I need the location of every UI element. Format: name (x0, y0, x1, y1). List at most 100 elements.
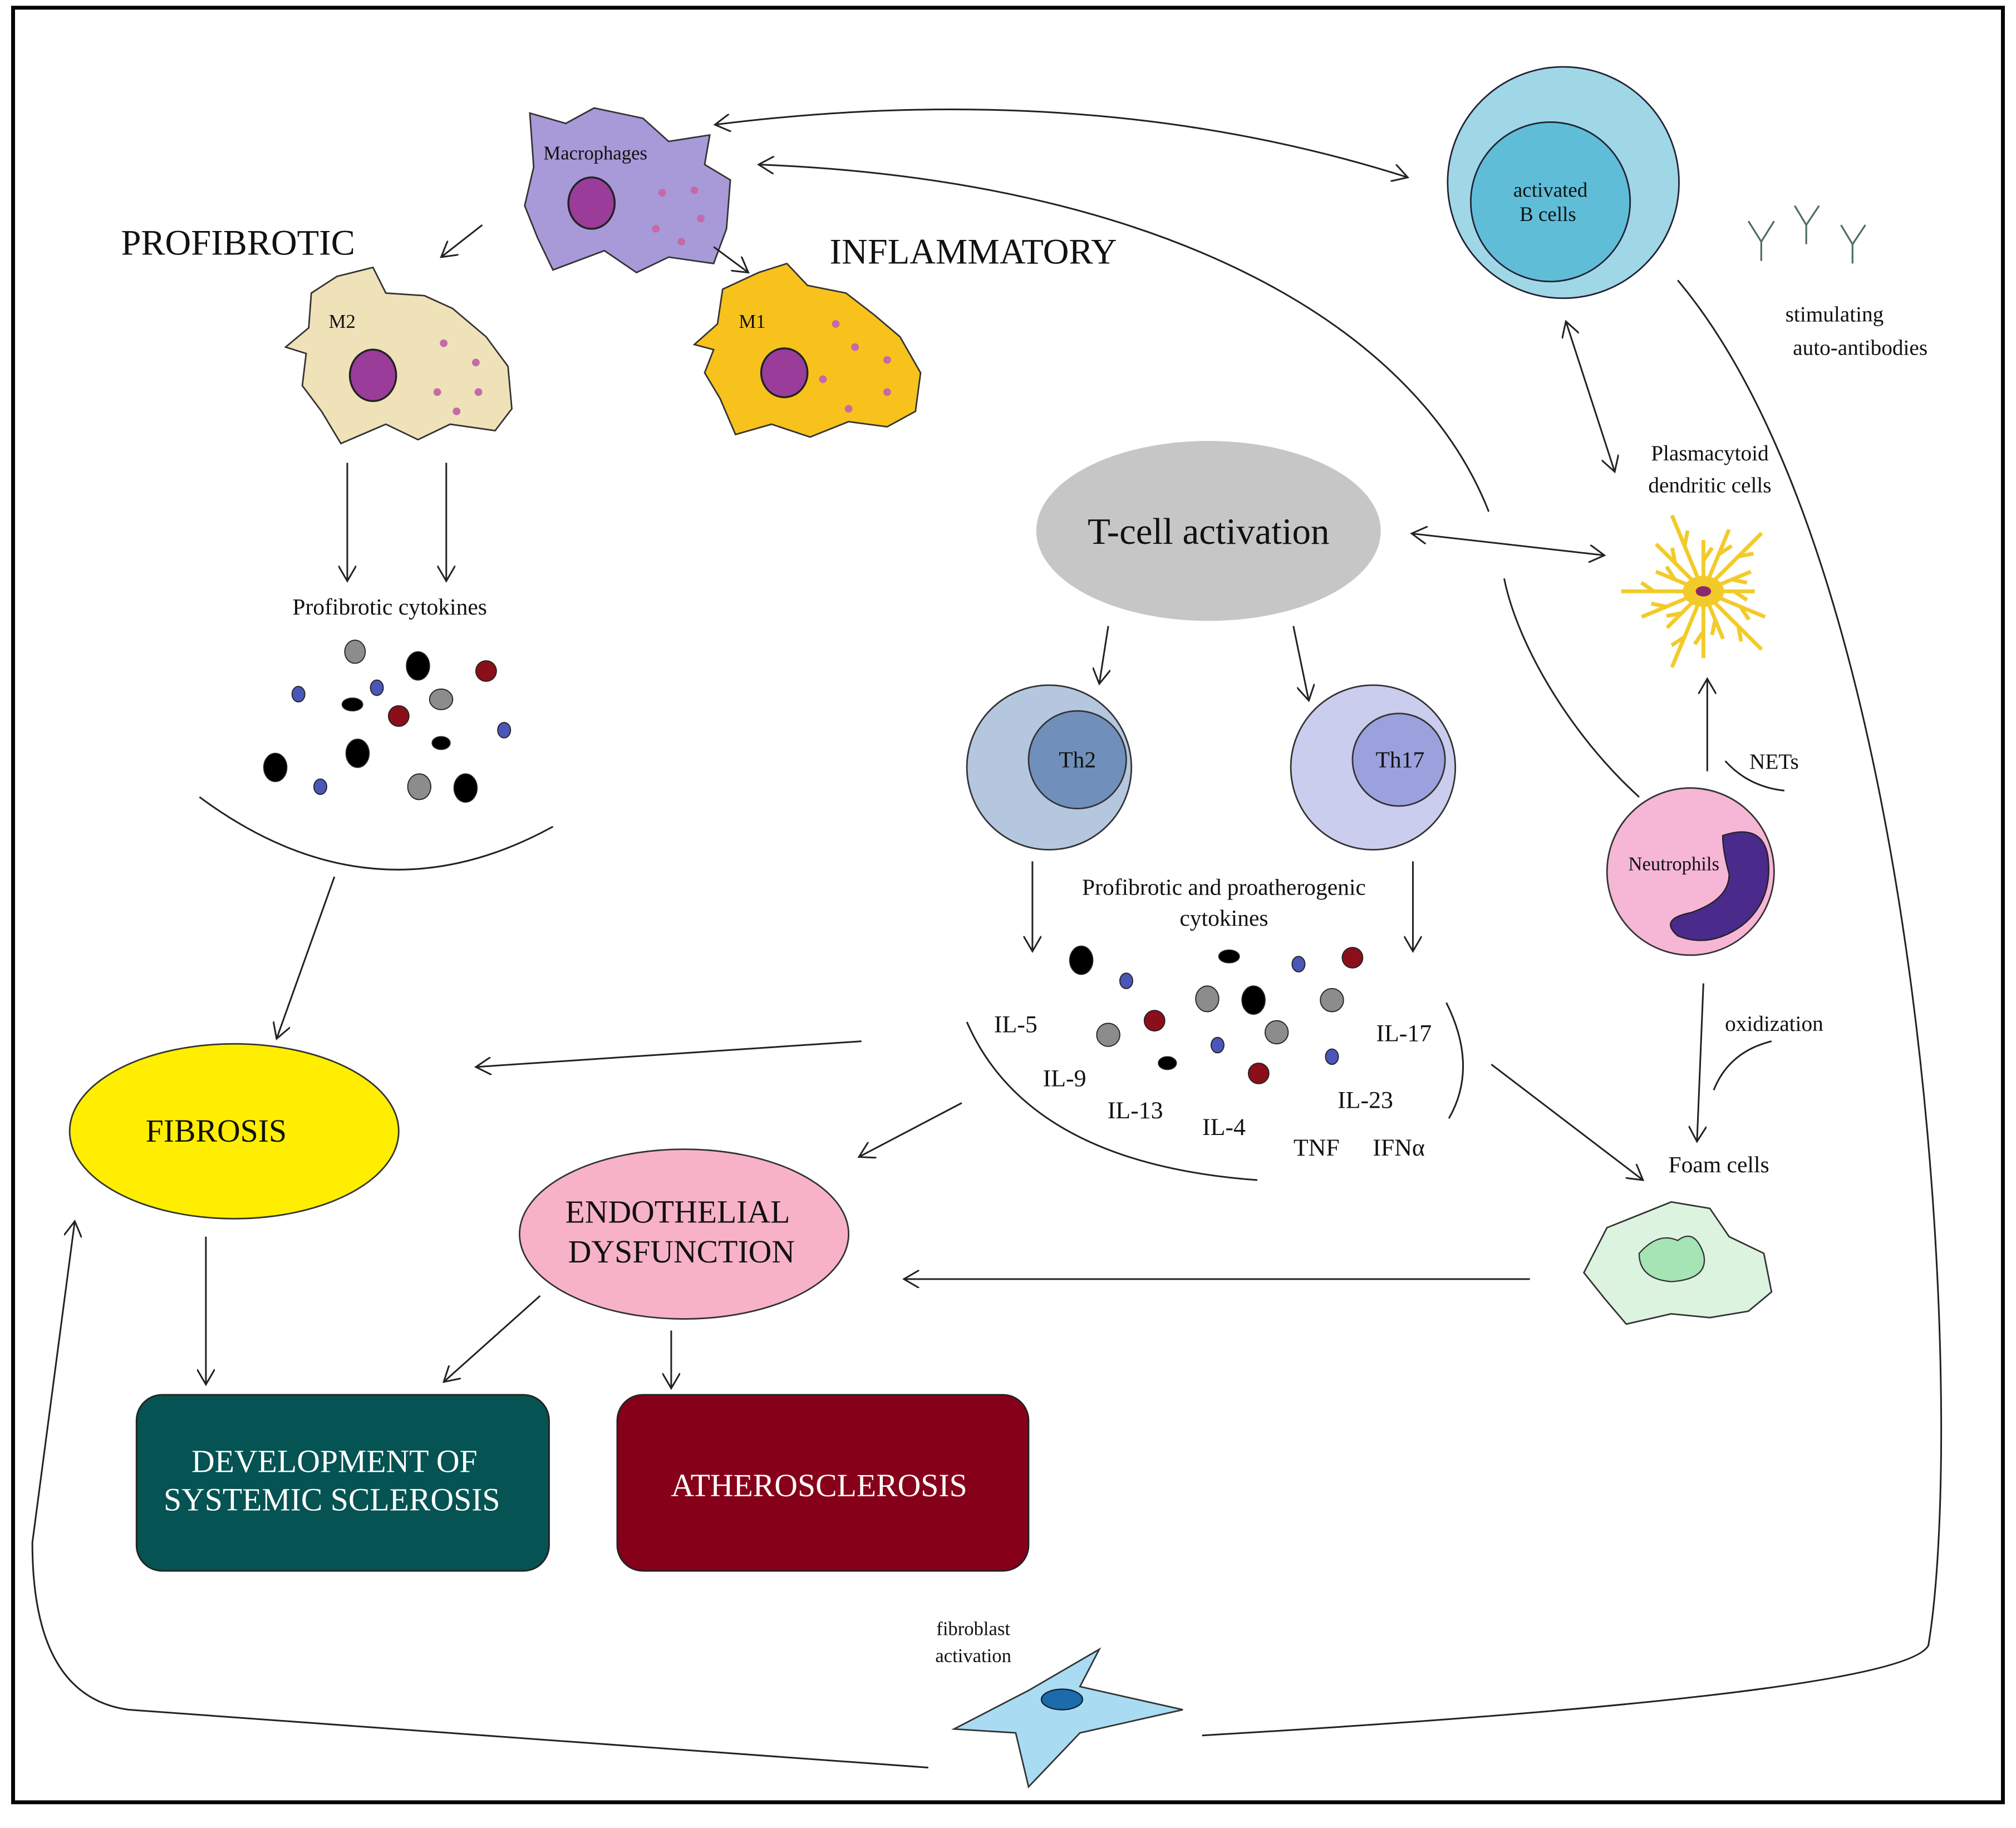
proatherogenic-cytokine-dots (1069, 945, 1364, 1084)
profibrotic-cytokines-label: Profibrotic cytokines (292, 594, 487, 620)
cytokine-dot (1096, 1023, 1120, 1047)
arrow-endo-ssc (444, 1295, 541, 1382)
atherosclerosis-box (616, 1394, 1030, 1572)
oxidization-curve (1713, 1040, 1772, 1090)
cytokine-dot (1241, 985, 1266, 1015)
cytokine-label: IL-23 (1338, 1087, 1393, 1114)
pdc-label-line2: dendritic cells (1648, 474, 1771, 498)
antibody-icon (1840, 224, 1866, 264)
endothelial-label-line1: ENDOTHELIAL (566, 1195, 790, 1230)
arrow-to-macrophages (759, 165, 1490, 512)
profibrotic-label: PROFIBROTIC (121, 222, 355, 262)
endothelial-label-line2: DYSFUNCTION (568, 1235, 795, 1270)
cytokines-label-line2: cytokines (1179, 905, 1268, 931)
cytokine-dot (1325, 1048, 1339, 1065)
cytokine-dot (345, 738, 370, 768)
fibroblast-label-line1: fibroblast (936, 1619, 1010, 1640)
cytokine-dot (1264, 1020, 1289, 1045)
macrophages-cell: Macrophages (524, 107, 731, 274)
cytokine-dot (1143, 1010, 1166, 1032)
neutrophil-cell: Neutrophils (1606, 787, 1775, 956)
antibody-icons (1747, 205, 1866, 264)
cytokine-label: IFNα (1373, 1134, 1425, 1161)
pdc-label-line1: Plasmacytoid (1651, 441, 1769, 465)
m2-macrophage-cell: M2 (284, 266, 513, 445)
cytokine-dot (453, 773, 478, 803)
arrow-t-th2 (1099, 626, 1108, 684)
arrow-bcell-pdc (1566, 321, 1615, 471)
cytokine-label: TNF (1294, 1134, 1340, 1161)
cytokine-dot (1210, 1036, 1225, 1054)
activated-b-cell: activated B cells (1447, 66, 1680, 299)
endothelial-dysfunction-node (519, 1148, 850, 1320)
cytokine-dot (497, 721, 512, 739)
arrow-neutrophil-foam (1697, 983, 1704, 1142)
cytokine-dot (1158, 1056, 1177, 1070)
cytokine-dot (1069, 945, 1094, 975)
cytokine-bracket-left (199, 796, 554, 871)
auto-antibodies-label-line1: stimulating (1786, 302, 1884, 326)
antibody-icon (1793, 205, 1820, 244)
cytokine-dot (1119, 972, 1133, 989)
cytokine-label: IL-5 (994, 1011, 1037, 1038)
ssc-label-line2: SYSTEMIC SCLEROSIS (164, 1483, 500, 1518)
cytokine-dot (344, 640, 366, 664)
cytokine-dot (387, 705, 410, 727)
cytokine-dot (429, 688, 454, 710)
cytokine-dot (1247, 1062, 1270, 1084)
neutrophil-connector (1503, 578, 1640, 798)
arrow-cytokines-foam (1491, 1064, 1643, 1180)
cytokine-bracket-lower (966, 1021, 1258, 1181)
cytokine-label: IL-9 (1043, 1065, 1086, 1092)
cytokine-dot (341, 697, 363, 712)
macrophages-label: Macrophages (543, 142, 647, 164)
cytokine-dot (1218, 949, 1240, 964)
th2-label: Th2 (1059, 747, 1096, 773)
b-cells-label-line2: B cells (1520, 203, 1576, 225)
cytokine-dot (475, 660, 497, 682)
arrow-cytokines-fibrosis (476, 1040, 862, 1067)
profibrotic-cytokine-dots (263, 640, 512, 803)
cytokine-label: IL-4 (1202, 1114, 1246, 1141)
bcell-fibroblast-connector (1202, 279, 1943, 1737)
fibrosis-label: FIBROSIS (146, 1114, 287, 1149)
foam-cell (1582, 1201, 1773, 1325)
cytokine-dot (1195, 985, 1220, 1013)
auto-antibodies-label-line2: auto-antibodies (1793, 336, 1928, 360)
cytokine-dot (313, 778, 327, 795)
arrow-t-th17 (1292, 626, 1309, 701)
inflammatory-label: INFLAMMATORY (830, 231, 1117, 271)
th17-cell: Th17 (1290, 684, 1457, 851)
m1-macrophage-cell: M1 (692, 262, 922, 438)
t-cell-activation-node (1036, 441, 1381, 621)
dendritic-cell (1621, 514, 1766, 669)
atherosclerosis-label: ATHEROSCLEROSIS (671, 1468, 967, 1503)
antibody-icon (1747, 220, 1775, 261)
fibroblast-label-line2: activation (935, 1645, 1011, 1667)
m2-label: M2 (329, 311, 356, 332)
fibrosis-node (68, 1043, 400, 1220)
cytokine-dot (263, 753, 288, 783)
foam-cells-label: Foam cells (1669, 1152, 1769, 1177)
th2-cell: Th2 (966, 684, 1133, 851)
arrow-cytokines-endothelial (859, 1102, 962, 1157)
cytokine-labels: IL-5 IL-9 IL-13 IL-4 IL-17 IL-23 TNF IFN… (994, 1011, 1432, 1161)
cytokine-dot (1341, 947, 1364, 969)
neutrophils-label: Neutrophils (1629, 853, 1720, 874)
nets-label: NETs (1749, 750, 1799, 774)
arrow-to-m1 (713, 246, 748, 272)
cytokine-dot (370, 679, 384, 696)
cytokine-dot (1320, 988, 1344, 1013)
cytokine-dot (406, 651, 430, 681)
ssc-label-line1: DEVELOPMENT OF (191, 1444, 478, 1479)
cytokine-dot (431, 736, 451, 750)
dendritic-nucleus (1695, 586, 1712, 597)
cytokine-dot (407, 773, 431, 800)
cytokine-label: IL-13 (1108, 1097, 1163, 1124)
arrow-to-m2 (441, 224, 483, 257)
m1-label: M1 (739, 311, 765, 332)
t-cell-label: T-cell activation (1088, 511, 1330, 552)
oxidization-label: oxidization (1725, 1012, 1823, 1036)
cytokine-dot (1291, 956, 1306, 972)
